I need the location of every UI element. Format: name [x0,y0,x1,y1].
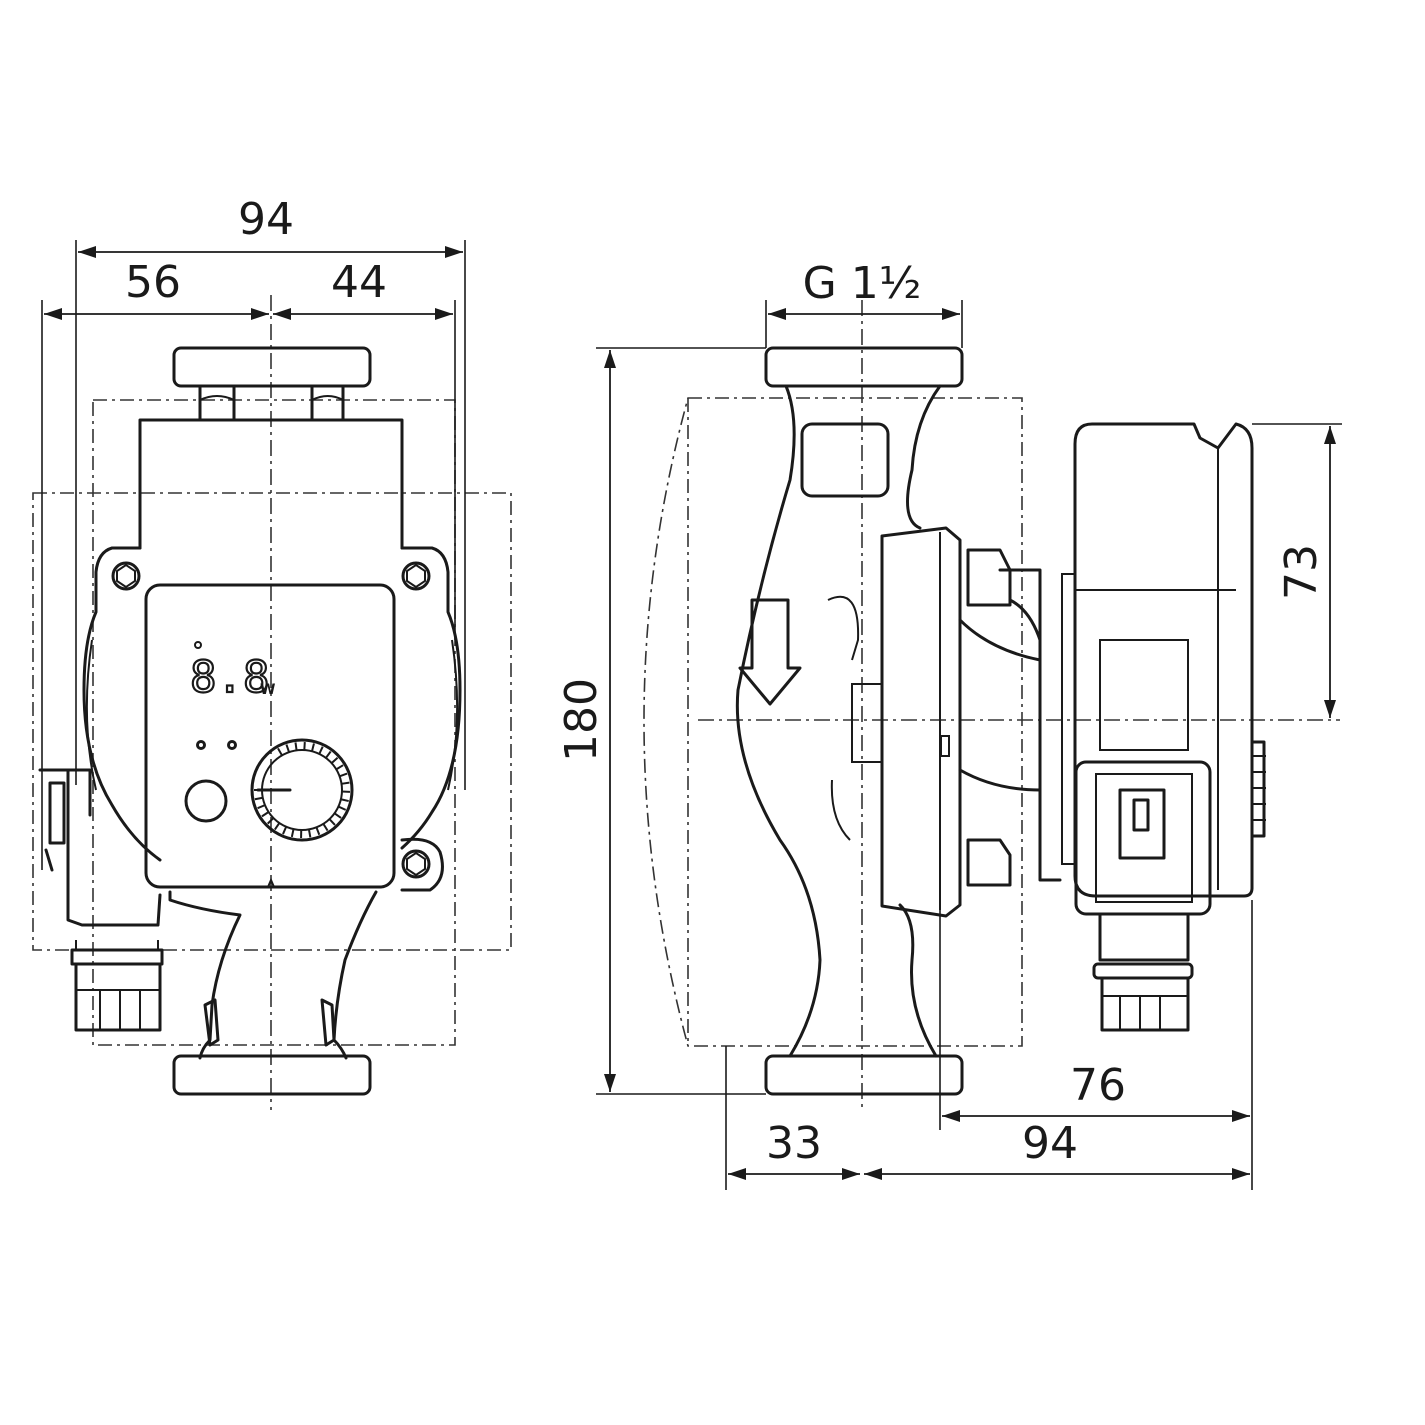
side-pump-body [735,384,942,1058]
dim-depth-76: 76 [939,900,1253,1190]
dim-label-thread: G 1½ [803,258,922,309]
dim-label-73: 73 [1276,544,1327,600]
volute-envelope [643,397,1023,1047]
dim-label-94-front: 94 [238,194,294,245]
side-view: G 1½ 180 73 76 [556,258,1342,1190]
knob-tick [328,818,336,826]
dim-label-33: 33 [766,1118,822,1169]
terminal-strip [1250,740,1266,838]
knob-tick [311,743,315,752]
knob-tick [340,798,349,803]
push-button[interactable] [184,779,228,823]
inspection-window [800,422,890,498]
dim-module-height: 73 [1252,423,1342,718]
knob-tick [294,742,298,751]
dim-overall-width: 94 [75,194,466,790]
knob-tick [261,811,270,818]
knob-tick [330,757,339,764]
display-readout: 8.8 [190,652,269,703]
knob-tick [277,747,283,756]
knob-tick [254,796,263,801]
dim-label-44: 44 [331,257,387,308]
knob-tick [341,781,350,785]
knob-tick [315,826,321,836]
dim-height: 180 [556,347,766,1095]
top-flange [172,346,372,388]
led-2 [227,740,237,750]
dim-right-width: 44 [273,257,456,640]
knob-tick [333,812,342,819]
knob-tick [318,746,324,755]
dim-thread: G 1½ [765,258,963,348]
knob-tick [339,772,348,778]
dim-left-width: 56 [41,257,269,870]
led-1 [196,740,206,750]
knob-tick [290,828,295,838]
dim-label-56: 56 [125,257,181,308]
knob-tick [307,829,312,838]
knob-tick [322,823,329,832]
pump-body [82,546,462,862]
side-connector [1074,760,1212,1032]
bolt-top-left [111,561,141,591]
top-flange-neck [198,384,345,422]
dim-label-94-side: 94 [1022,1118,1078,1169]
knob-tick [282,826,288,835]
bolt-bottom-right [401,849,431,879]
knob-tick [274,822,281,831]
knob-tick [338,805,347,811]
control-panel [144,583,396,889]
knob-tick [335,764,344,771]
knob-tick [267,817,275,825]
dim-label-76: 76 [1070,1060,1126,1111]
bottom-flange [172,1054,372,1096]
knob-tick [285,744,290,753]
electronics-module [1073,422,1254,898]
dim-depth-94: 94 [864,1118,1250,1180]
front-view: 8.8 W [32,194,512,1110]
cable-gland [38,768,164,1032]
dim-label-180: 180 [556,678,607,762]
front-envelope-outer [32,492,512,951]
motor-stator [880,526,962,918]
control-knob[interactable] [250,738,354,842]
motor-housing [138,418,404,550]
knob-tick [325,750,332,759]
side-top-flange [764,346,964,388]
bottom-neck [168,890,378,1060]
side-bottom-flange [764,1054,964,1096]
bolt-top-right [401,561,431,591]
dim-offset-33: 33 [725,1046,860,1190]
flow-direction-arrow [738,598,802,706]
knob-tick [257,804,266,810]
display-unit: W [260,682,275,698]
front-envelope-inner [92,399,456,1046]
